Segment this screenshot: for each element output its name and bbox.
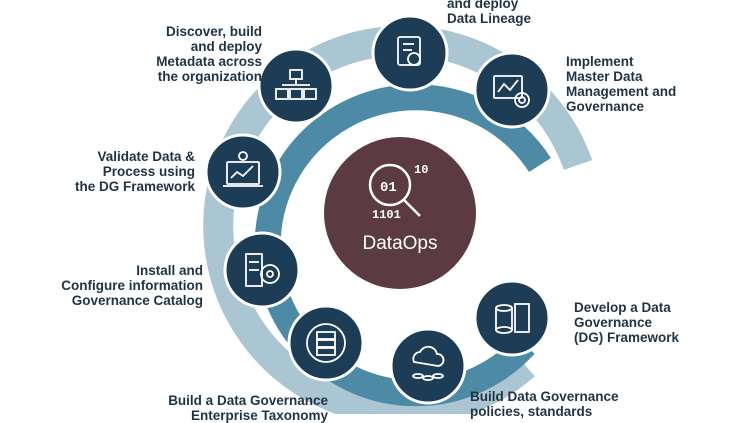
magnifier-binary-icon <box>368 163 421 217</box>
hierarchy-icon <box>275 69 317 100</box>
step-node-3 <box>473 279 551 357</box>
server-gear-icon <box>245 253 280 287</box>
document-gear-icon <box>397 36 421 66</box>
label-line: Develop a Data <box>574 300 671 315</box>
label-line: Data Lineage <box>447 11 532 26</box>
label-line: Governance Catalog <box>71 293 203 308</box>
dataops-diagram: 01 10 1101 DataOps and deploy Data Linea… <box>61 0 679 423</box>
label-line: Process using <box>102 164 195 179</box>
label-line: Build Data Governance <box>470 389 619 404</box>
label-line: and deploy <box>190 39 262 54</box>
step-node-circle <box>257 47 335 125</box>
label-line: policies, standards <box>470 404 593 419</box>
step-label-metadata: Discover, build and deploy Metadata acro… <box>156 24 262 84</box>
label-line: Metadata across <box>156 54 262 69</box>
label-line: (DG) Framework <box>574 330 680 345</box>
step-label-policies: Build Data Governance policies, standard… <box>470 389 619 419</box>
step-node-6 <box>223 231 301 309</box>
step-nodes <box>204 14 551 405</box>
step-label-taxonomy: Build a Data Governance Enterprise Taxon… <box>168 393 328 423</box>
step-node-4 <box>389 327 467 405</box>
step-node-2 <box>473 51 551 129</box>
dashboard-target-icon <box>493 75 530 108</box>
step-node-7 <box>204 133 282 211</box>
step-label-master-data: Implement Master Data Management and Gov… <box>566 54 676 114</box>
label-line: Implement <box>566 54 634 69</box>
step-node-8 <box>257 47 335 125</box>
step-node-circle <box>287 304 365 382</box>
label-line: Enterprise Taxonomy <box>190 408 328 423</box>
label-line: Validate Data & <box>97 149 195 164</box>
label-line: Install and <box>136 263 203 278</box>
center-circle <box>324 137 476 289</box>
step-node-5 <box>287 304 365 382</box>
label-line: Master Data <box>566 69 643 84</box>
step-node-circle <box>204 133 282 211</box>
step-node-circle <box>389 327 467 405</box>
center-title: DataOps <box>362 233 438 254</box>
monitor-chart-icon <box>223 151 263 187</box>
label-line: and deploy <box>447 0 519 11</box>
gear-server-icon <box>306 323 346 363</box>
label-line: Configure information <box>61 278 203 293</box>
step-label-dg-framework: Develop a Data Governance (DG) Framework <box>574 300 679 345</box>
label-line: Build a Data Governance <box>168 393 328 408</box>
step-label-validate: Validate Data & Process using the DG Fra… <box>75 149 195 194</box>
step-node-1 <box>371 14 449 92</box>
binary-01: 01 <box>380 180 397 196</box>
step-label-catalog: Install and Configure information Govern… <box>61 263 203 308</box>
cloud-database-icon <box>412 345 445 381</box>
label-line: Governance <box>574 315 653 330</box>
label-line: Governance <box>566 99 645 114</box>
binary-10: 10 <box>414 163 428 177</box>
label-line: Discover, build <box>165 24 262 39</box>
step-label-data-lineage: and deploy Data Lineage <box>447 0 531 26</box>
step-node-circle <box>473 51 551 129</box>
label-line: the DG Framework <box>74 179 195 194</box>
step-node-circle <box>371 14 449 92</box>
diagram-canvas: 01 10 1101 <box>203 14 593 423</box>
binary-1101: 1101 <box>372 208 401 222</box>
database-document-icon <box>495 303 530 334</box>
label-line: Management and <box>566 84 677 99</box>
label-line: the organization <box>157 69 262 84</box>
